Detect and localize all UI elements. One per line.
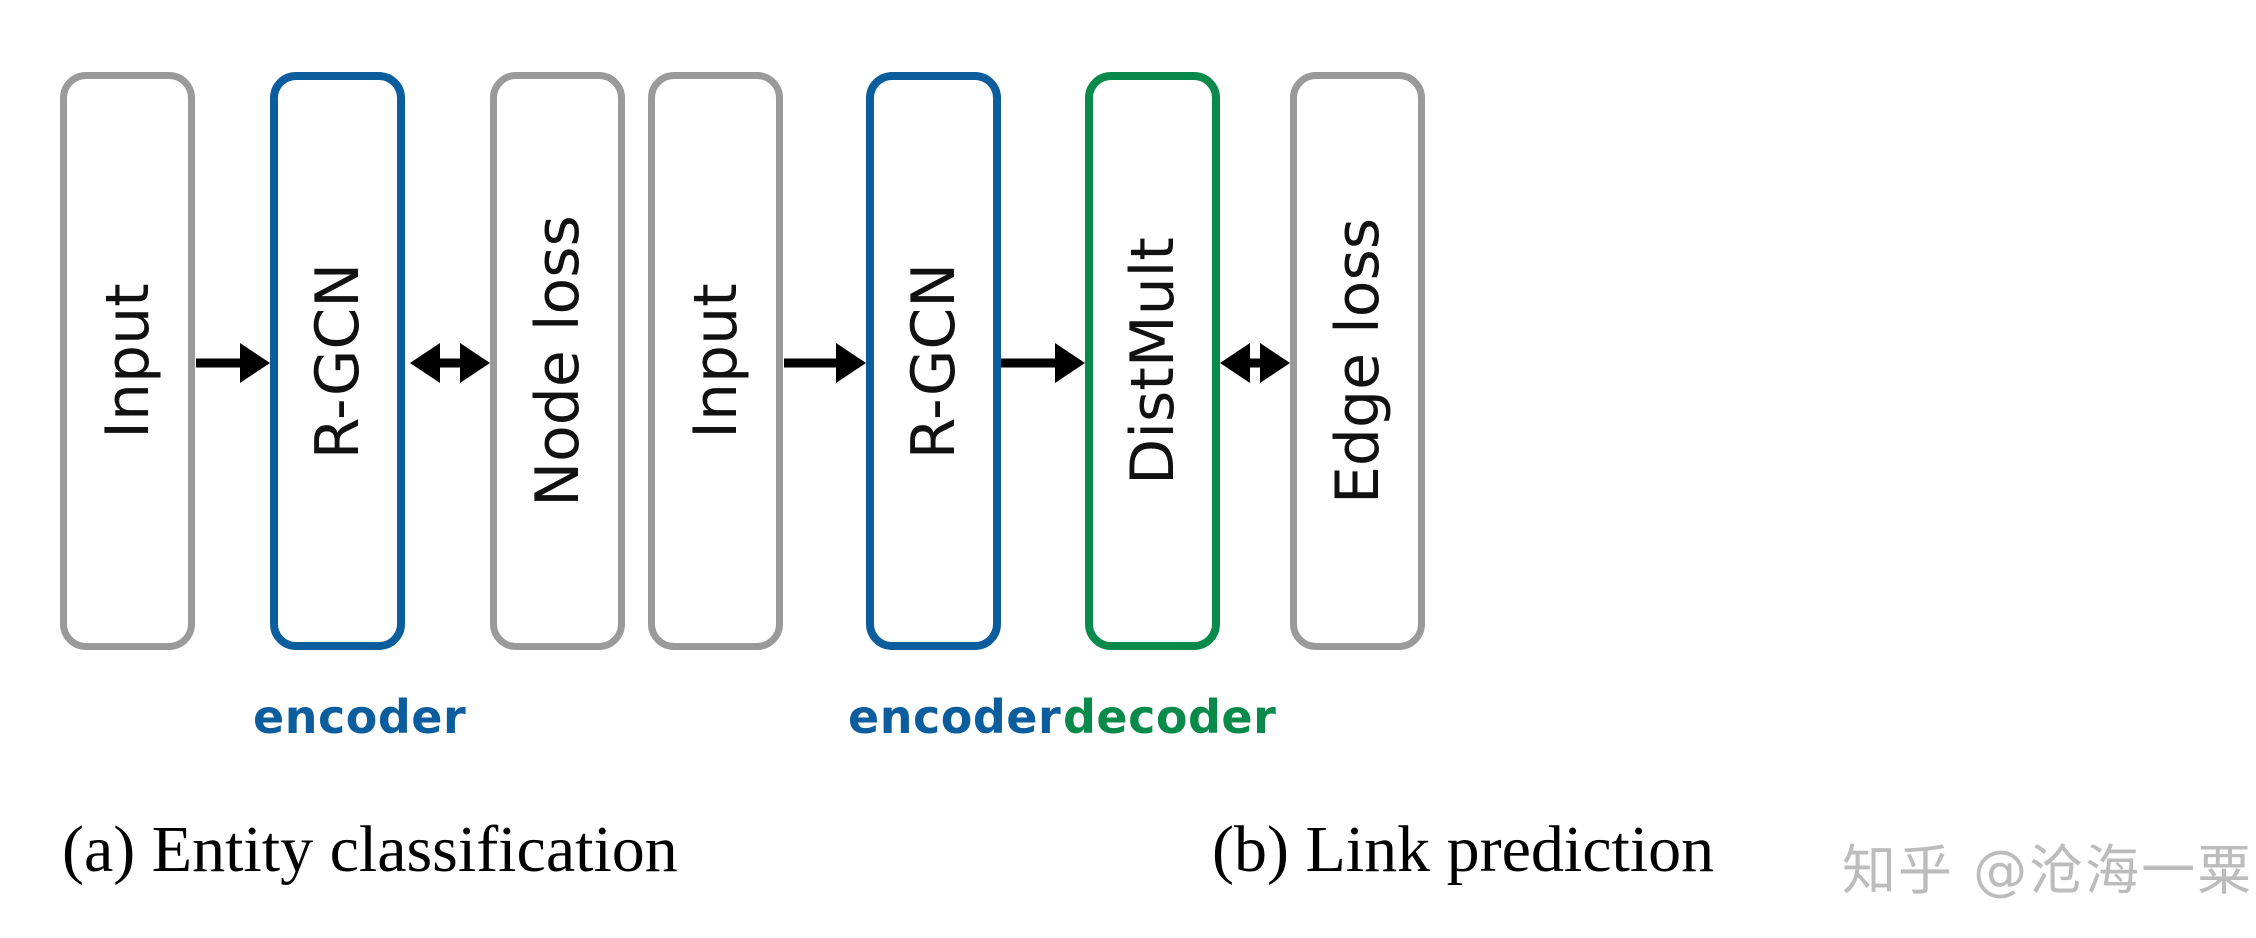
arrow-right-icon — [1001, 333, 1085, 393]
bidirectional-arrow-icon — [410, 333, 490, 393]
caption-panel-b: (b) Link prediction — [1212, 813, 1715, 886]
node-box-label: DistMult — [1117, 237, 1188, 485]
node-box-edge-loss: Edge loss — [1290, 72, 1425, 650]
node-box-label: Edge loss — [1322, 218, 1393, 504]
panel-entity-classification: Input R-GCN Node loss encoder — [0, 0, 1100, 938]
role-label-encoder: encoder — [253, 690, 467, 744]
arrow-right-icon — [784, 333, 866, 393]
node-box-r-gcn: R-GCN — [270, 72, 405, 650]
node-box-label: Input — [92, 283, 163, 439]
node-box-label: R-GCN — [302, 262, 373, 460]
node-box-input: Input — [60, 72, 195, 650]
node-box-r-gcn: R-GCN — [866, 72, 1001, 650]
node-box-label: R-GCN — [898, 262, 969, 460]
watermark-text: 知乎 @沧海一粟 — [1842, 839, 2254, 902]
box-row-a: Input R-GCN Node loss — [0, 0, 1100, 660]
node-box-node-loss: Node loss — [490, 72, 625, 650]
caption-panel-a: (a) Entity classification — [62, 813, 678, 886]
box-row-b: Input R-GCN DistMult Edge loss — [648, 0, 2256, 660]
role-label-encoder: encoder — [848, 690, 1062, 744]
node-box-label: Node loss — [522, 215, 593, 507]
node-box-label: Input — [680, 283, 751, 439]
node-box-input: Input — [648, 72, 783, 650]
bidirectional-arrow-icon — [1220, 333, 1290, 393]
role-label-decoder: decoder — [1063, 690, 1277, 744]
arrow-right-icon — [196, 333, 270, 393]
node-box-distmult: DistMult — [1085, 72, 1220, 650]
